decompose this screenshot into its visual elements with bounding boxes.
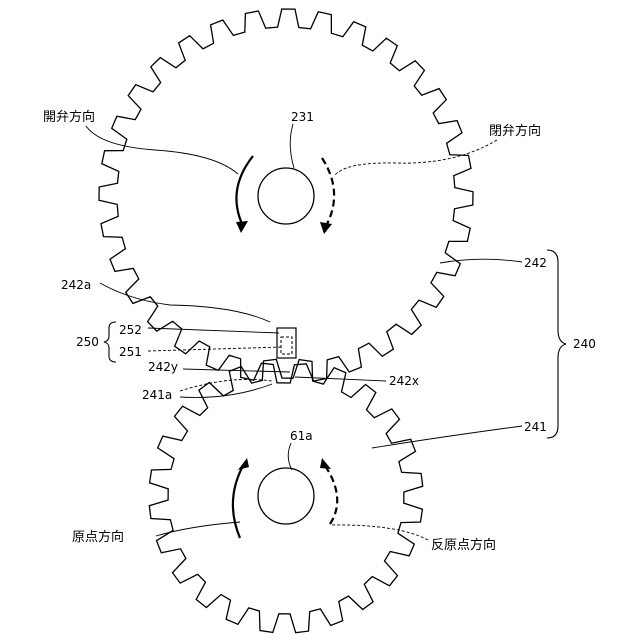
leader-242a <box>100 283 270 322</box>
leader-242 <box>440 259 522 263</box>
leader-242x <box>295 377 386 381</box>
label-242a: 242a <box>61 278 91 292</box>
label-241a: 241a <box>142 388 172 402</box>
lower-shaft <box>258 468 314 524</box>
label-valve-open-left: 開弁方向 <box>43 109 95 125</box>
label-61a: 61a <box>290 429 313 443</box>
label-242y: 242y <box>148 360 178 374</box>
lower-gear <box>149 359 422 632</box>
leader-241a-lower <box>180 384 272 397</box>
lower-right-arrowhead <box>320 458 331 469</box>
leader-open-right <box>334 140 497 176</box>
leader-251 <box>148 347 283 351</box>
brace-240 <box>547 250 566 438</box>
label-240: 240 <box>573 337 596 351</box>
label-231: 231 <box>291 110 314 124</box>
leader-252 <box>148 328 279 333</box>
lower-left-arrowhead <box>238 458 249 470</box>
upper-shaft <box>258 168 314 224</box>
sensor-252-box <box>277 328 296 358</box>
label-250: 250 <box>76 335 99 349</box>
label-241: 241 <box>524 420 547 434</box>
label-origin-right: 反原点方向 <box>431 537 496 553</box>
label-valve-open-right: 閉弁方向 <box>489 123 541 139</box>
upper-right-rotation-arrow <box>322 158 334 226</box>
leader-61a <box>288 443 292 470</box>
label-251: 251 <box>119 345 142 359</box>
upper-left-arrowhead <box>236 221 248 233</box>
upper-gear <box>99 9 473 383</box>
lower-right-rotation-arrow <box>324 464 337 524</box>
upper-left-rotation-arrow <box>236 156 253 226</box>
label-242x: 242x <box>389 374 419 388</box>
upper-right-arrowhead <box>320 222 332 234</box>
label-origin-left: 原点方向 <box>72 529 124 545</box>
leader-231 <box>290 124 294 168</box>
lower-left-rotation-arrow <box>233 464 244 538</box>
brace-250 <box>104 322 116 362</box>
label-252: 252 <box>119 323 142 337</box>
leader-241 <box>372 426 522 448</box>
leader-origin-right <box>330 525 428 540</box>
label-242: 242 <box>524 256 547 270</box>
